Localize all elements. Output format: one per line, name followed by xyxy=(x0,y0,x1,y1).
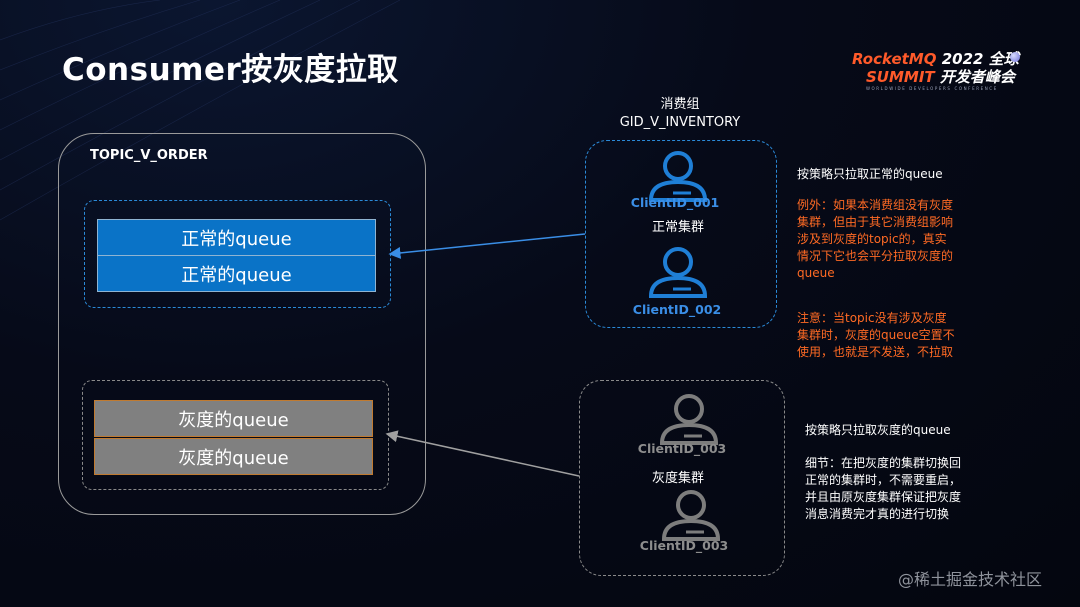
topic-label: TOPIC_V_ORDER xyxy=(90,148,208,163)
client-id-002: ClientID_002 xyxy=(632,302,722,317)
logo-year: 2022 全球 xyxy=(941,50,1019,68)
client-id-003-b: ClientID_003 xyxy=(639,538,729,553)
gray-queue-2: 灰度的queue xyxy=(94,438,373,475)
client-id-001: ClientID_001 xyxy=(630,195,720,210)
rocketmq-summit-logo: RocketMQ 2022 全球 SUMMIT 开发者峰会 WORLDWIDE … xyxy=(852,48,1032,96)
note-normal-strategy: 按策略只拉取正常的queue xyxy=(797,167,943,181)
logo-subline: WORLDWIDE DEVELOPERS CONFERENCE xyxy=(866,86,998,91)
client-id-003: ClientID_003 xyxy=(637,441,727,456)
logo-summit-tag: 开发者峰会 xyxy=(939,68,1015,86)
consumer-group-label: 消费组 xyxy=(660,97,700,112)
note-detail: 细节：在把灰度的集群切换回 正常的集群时，不需要重启， 并且由原灰度集群保证把灰… xyxy=(805,456,962,521)
planet-icon xyxy=(1010,52,1020,62)
note-exception: 例外：如果本消费组没有灰度 集群，但由于其它消费组影响 涉及到灰度的topic的… xyxy=(797,198,954,280)
normal-cluster-label: 正常集群 xyxy=(651,220,704,235)
note-gray-strategy: 按策略只拉取灰度的queue xyxy=(805,423,951,437)
client-user-icon xyxy=(648,247,708,298)
client-user-icon xyxy=(659,394,719,445)
topic-container xyxy=(58,133,426,515)
gray-queue-1: 灰度的queue xyxy=(94,400,373,437)
logo-summit: SUMMIT xyxy=(866,68,935,86)
normal-cluster-container xyxy=(585,140,777,328)
gray-cluster-label: 灰度集群 xyxy=(651,471,704,486)
note-attention: 注意：当topic没有涉及灰度 集群时，灰度的queue空置不 使用，也就是不发… xyxy=(797,311,955,359)
gray-cluster-container xyxy=(579,380,785,576)
consumer-group-title: 消费组 GID_V_INVENTORY xyxy=(590,96,770,132)
watermark: @稀土掘金技术社区 xyxy=(898,570,1043,589)
normal-queue-2: 正常的queue xyxy=(97,255,376,292)
page-title: Consumer按灰度拉取 xyxy=(62,52,399,88)
client-user-icon xyxy=(661,490,721,541)
consumer-group-name: GID_V_INVENTORY xyxy=(619,115,741,130)
normal-queue-1: 正常的queue xyxy=(97,219,376,256)
client-user-icon xyxy=(648,151,708,202)
logo-brand: RocketMQ xyxy=(852,50,937,68)
